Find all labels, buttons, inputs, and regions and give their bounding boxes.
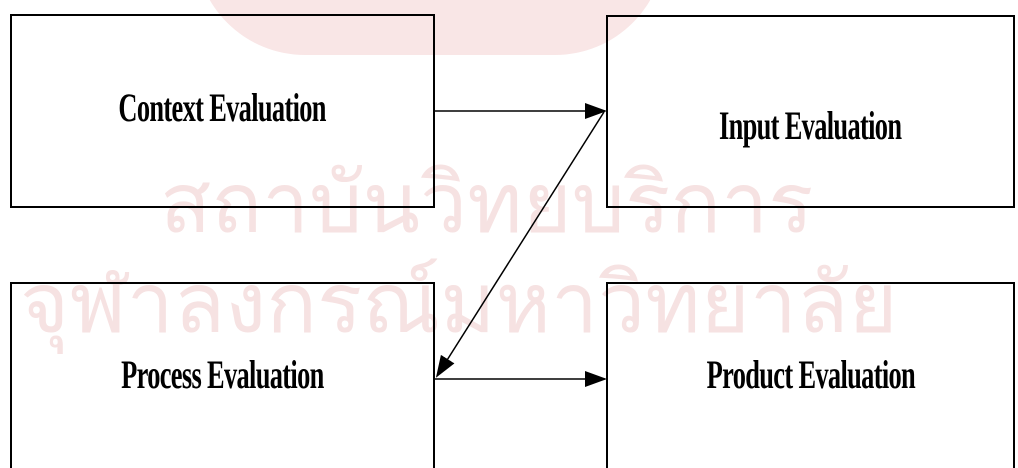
process-evaluation-box: Process Evaluation	[10, 282, 435, 468]
watermark-text-line-2: จุฬาลงกรณ์มหาวิทยาลัย	[20, 254, 898, 352]
product-evaluation-label: Product Evaluation	[706, 351, 915, 397]
process-evaluation-label: Process Evaluation	[121, 351, 324, 397]
context-evaluation-label: Context Evaluation	[118, 84, 327, 130]
watermark-seal	[195, 0, 665, 55]
context-evaluation-box: Context Evaluation	[10, 14, 435, 208]
arrow-input-to-process	[435, 111, 605, 378]
product-evaluation-box: Product Evaluation	[606, 282, 1015, 468]
input-evaluation-box: Input Evaluation	[606, 15, 1015, 208]
input-evaluation-label: Input Evaluation	[719, 103, 902, 148]
watermark-text-line-1: สถาบันวิทยบริการ	[160, 154, 814, 252]
